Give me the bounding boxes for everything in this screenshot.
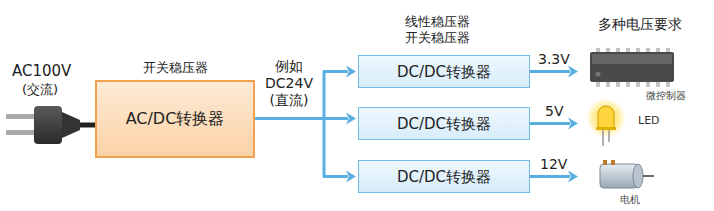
arrow-head [346,171,356,183]
led-lead [602,128,604,146]
connector [530,66,578,78]
arrow-head [568,118,578,130]
chip-top [592,54,672,64]
arrow-head [346,66,356,78]
text-label: (交流) [22,82,58,98]
led-icon [586,98,626,146]
arrow-head [568,66,578,78]
plug-body [34,106,62,144]
device-node: 微控制器 [580,46,688,102]
led-bulb [598,106,614,128]
plug-cord [80,123,96,128]
led-lead [608,128,610,142]
text-label: 线性稳压器 开关稳压器 [400,14,474,46]
connector [530,171,578,183]
box-text: DC/DC转换器 [397,63,491,81]
converter-box-body: AC/DC转换器 [95,80,255,158]
connector [530,118,578,130]
converter-box: DC/DC转换器 [358,55,530,88]
connector [255,119,356,183]
arrow-head [346,113,356,125]
connector-line [530,175,570,178]
chip-dot [596,72,601,77]
arrow-head [568,171,578,183]
box-text: DC/DC转换器 [397,115,491,133]
text-label: 例如 DC24V (直流) [262,58,316,109]
chip-body [590,52,674,82]
plug-neck [62,112,80,138]
led-glow [586,98,626,138]
text-label: AC100V [12,62,71,80]
voltage-label: 3.3V [538,51,570,68]
device-label: 微控制器 [646,90,686,102]
device-label: LED [638,114,660,127]
converter-box: DC/DC转换器 [358,107,530,140]
connector-line [255,119,348,177]
connector [255,66,356,119]
connector-line [530,122,570,125]
led-rim [596,127,616,130]
voltage-label: 12V [540,156,567,173]
motor-shaft [643,175,654,177]
motor-icon [600,160,654,188]
text-label: 多种电压要求 [598,16,682,33]
connector-line [530,70,570,73]
motor-cap [633,164,643,188]
converter-box: DC/DC转换器 [358,160,530,193]
device-node: LED [580,100,670,150]
motor-terminal [603,160,607,165]
motor-terminal [611,160,615,165]
device-node: 电机 [580,154,680,206]
motor-body [600,164,638,188]
device-label: 电机 [620,194,640,206]
plug-prong [6,130,36,135]
box-text: DC/DC转换器 [397,168,491,186]
converter-box: 开关稳压器 AC/DC转换器 [95,60,255,158]
box-text: AC/DC转换器 [126,109,225,128]
plug-icon [6,106,96,144]
box-heading: 开关稳压器 [95,60,255,76]
microcontroller-icon [590,48,674,87]
voltage-label: 5V [545,103,563,120]
plug-prong [6,114,36,119]
